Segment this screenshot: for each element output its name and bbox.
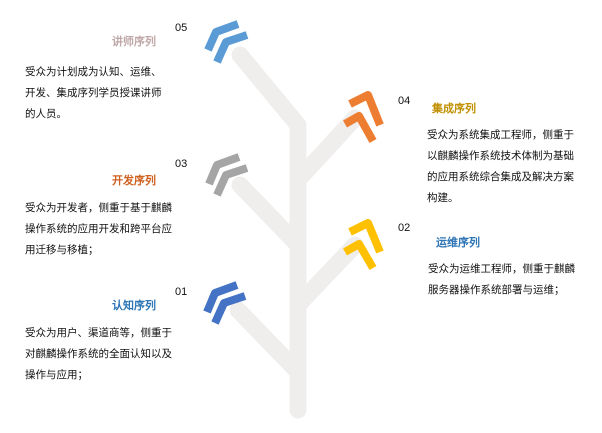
title-operations: 运维序列: [436, 236, 480, 249]
title-developer: 开发序列: [112, 174, 156, 187]
branch-02: [289, 236, 364, 314]
title-lecturer: 讲师序列: [112, 35, 156, 48]
title-integration: 集成序列: [432, 102, 476, 115]
title-cognition: 认知序列: [112, 299, 156, 312]
desc-developer: 受众为开发者，侧重于基于麒麟操作系统的应用开发和跨平台应用迁移与移植；: [25, 202, 172, 256]
branch-04: [289, 109, 364, 189]
desc-operations: 受众为运维工程师，侧重于麒麟服务器操作系统部署与运维；: [428, 263, 575, 296]
desc-integration: 受众为系统集成工程师，侧重于以麒麟操作系统技术体制为基础的应用系统综合集成及解决…: [427, 129, 574, 204]
branch-01: [229, 301, 307, 381]
number-05: 05: [175, 22, 188, 34]
number-01: 01: [175, 286, 188, 298]
chevron-icon-01: [203, 281, 247, 325]
branch-05: [231, 46, 307, 134]
chevron-icon-04: [343, 91, 384, 143]
desc-lecturer: 受众为计划成为认知、运维、开发、集成序列学员授课讲师的人员。: [25, 66, 162, 120]
chevron-icon-02: [343, 219, 384, 271]
number-02: 02: [398, 222, 411, 234]
number-04: 04: [398, 95, 411, 107]
chevron-icon-05: [204, 20, 249, 64]
desc-cognition: 受众为用户、渠道商等，侧重于对麒麟操作系统的全面认知以及操作与应用；: [25, 327, 172, 381]
chevron-icon-03: [205, 153, 249, 197]
branch-03: [231, 176, 307, 254]
number-03: 03: [175, 158, 188, 170]
